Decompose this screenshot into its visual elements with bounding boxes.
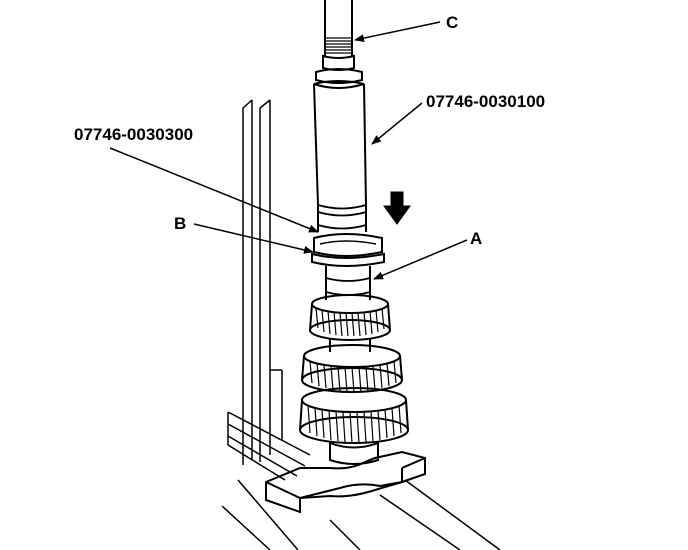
callout-tool-lower: 07746-0030300 bbox=[74, 125, 193, 144]
attachment-ring bbox=[311, 233, 385, 267]
down-arrow-icon bbox=[383, 191, 411, 225]
gear-stack bbox=[299, 294, 409, 465]
leader-c bbox=[354, 21, 441, 43]
leader-tool-upper bbox=[371, 102, 423, 145]
leader-a bbox=[373, 239, 468, 280]
installer-tool bbox=[313, 80, 367, 232]
callout-b: B bbox=[174, 214, 186, 233]
leader-lines bbox=[109, 21, 468, 280]
support-plate bbox=[265, 450, 426, 514]
callout-a: A bbox=[470, 229, 482, 248]
callout-c: C bbox=[446, 13, 458, 32]
callout-tool-upper: 07746-0030100 bbox=[426, 92, 545, 111]
leader-tool-lower bbox=[109, 147, 319, 233]
threaded-rod bbox=[315, 0, 363, 84]
press-frame bbox=[221, 99, 501, 550]
leader-b bbox=[193, 223, 314, 254]
